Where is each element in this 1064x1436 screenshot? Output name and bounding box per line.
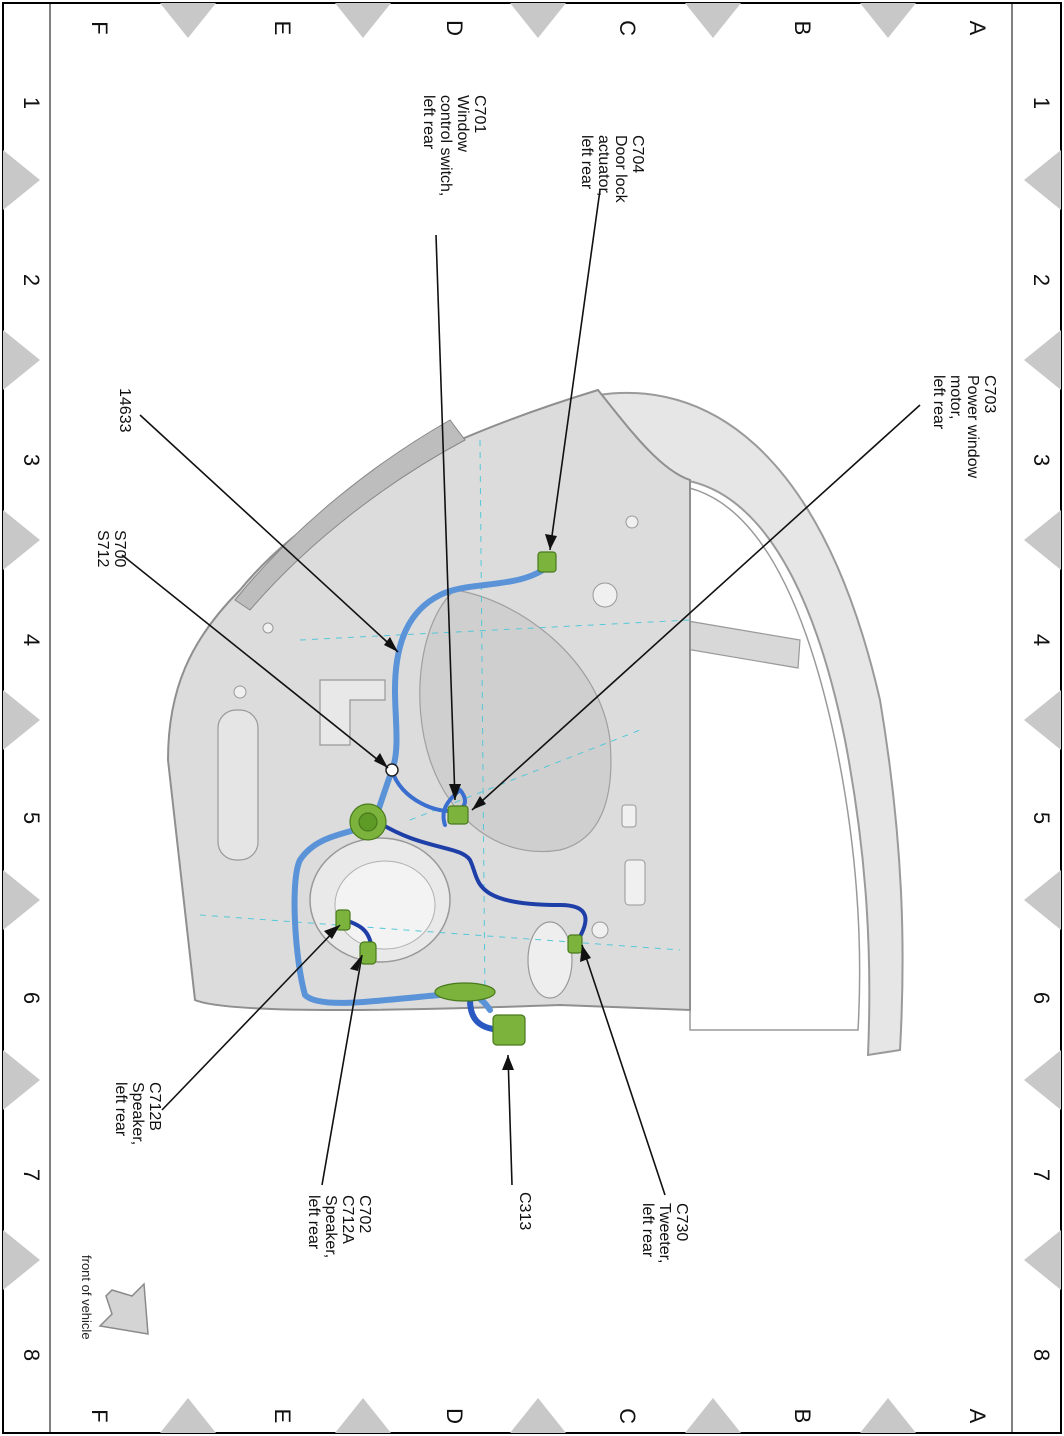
callout-c704: C704 Door lock actuator, left rear [578, 135, 646, 204]
callout-text: Speaker, [322, 1195, 339, 1258]
grid-number: 3 [1029, 454, 1054, 466]
grid-number: 2 [1029, 274, 1054, 286]
grid-number: 5 [1029, 812, 1054, 824]
connector-c313 [492, 1014, 526, 1046]
callout-text: Speaker, [129, 1082, 146, 1145]
grid-number: 5 [19, 812, 44, 824]
connector-grommet-lower [434, 982, 496, 1002]
grid-number: 2 [19, 274, 44, 286]
callout-text: left rear [639, 1203, 656, 1258]
connector-main-grommet-inner [358, 812, 378, 832]
lower-recess [217, 709, 259, 861]
grid-letters-top: F E D C B A [87, 20, 990, 36]
callout-14633: 14633 [116, 388, 133, 433]
callout-text: S712 [94, 530, 111, 567]
connectors [335, 551, 583, 1046]
callout-text: C702 [356, 1195, 373, 1233]
grid-number: 3 [19, 454, 44, 466]
splice-s700 [385, 763, 399, 777]
callout-c702-c712a: C702 C712A Speaker, left rear [305, 1195, 373, 1258]
belt-reinforcement [234, 419, 466, 611]
callout-text: Door lock [612, 135, 629, 204]
callout-text: C701 [471, 95, 488, 133]
grid-numbers-right: 1 2 3 4 5 6 7 8 [1029, 97, 1054, 1361]
callout-c730: C730 Tweeter, left rear [639, 1203, 690, 1263]
grid-letter: B [790, 1409, 815, 1424]
callout-text: left rear [930, 375, 947, 430]
callout-text: left rear [305, 1195, 322, 1250]
tweeter-opening [527, 921, 573, 999]
grid-number: 7 [19, 1169, 44, 1181]
grid-number: 7 [1029, 1169, 1054, 1181]
grid-letter: E [270, 1409, 295, 1424]
callout-text: S700 [111, 530, 128, 567]
zone-markers [3, 3, 1061, 1433]
grid-letter: B [790, 21, 815, 36]
grid-number: 4 [19, 634, 44, 646]
grid-number: 6 [1029, 992, 1054, 1004]
callout-text: C704 [629, 135, 646, 173]
callout-text: C313 [516, 1192, 533, 1230]
grid-number: 6 [19, 992, 44, 1004]
connector-c730 [567, 934, 583, 954]
panel-recess [419, 589, 612, 852]
grid-letters-bottom: F E D C B A [87, 1408, 990, 1424]
connector-c702 [359, 941, 377, 965]
grid-letter: F [87, 1409, 112, 1422]
leader-arrowheads [324, 534, 591, 1070]
grid-number: 8 [19, 1349, 44, 1361]
window-opening [654, 483, 861, 1031]
callout-text: control switch, [437, 95, 454, 196]
callout-text: Window [454, 95, 471, 152]
grid-letter: A [965, 21, 990, 36]
callout-c313: C313 [516, 1192, 533, 1230]
callout-text: left rear [420, 95, 437, 150]
harness-branch-tweeter [373, 818, 588, 942]
callout-text: Tweeter, [656, 1203, 673, 1263]
grid-number: 1 [1029, 97, 1054, 109]
grid-letter: D [442, 1408, 467, 1424]
orientation-label: front of vehicle [79, 1255, 94, 1340]
speaker-opening-inner [334, 860, 436, 950]
grid-letter: F [87, 21, 112, 34]
callout-text: C712B [146, 1082, 163, 1131]
callout-c701: C701 Window control switch, left rear [420, 95, 488, 196]
callout-text: Power window [964, 375, 981, 479]
callout-text: left rear [578, 135, 595, 190]
harness-branch-motor [390, 768, 467, 827]
callout-c712b: C712B Speaker, left rear [112, 1082, 163, 1145]
grid-letter: C [615, 1408, 640, 1424]
callout-text: C712A [339, 1195, 356, 1244]
door-illustration [166, 388, 904, 1057]
leader-lines [121, 189, 921, 1196]
grid-number: 4 [1029, 634, 1054, 646]
panel-holes [233, 515, 646, 939]
grid-letter: D [442, 20, 467, 36]
connector-c704 [537, 551, 557, 573]
grid-numbers-left: 1 2 3 4 5 6 7 8 [19, 97, 44, 1361]
grid-number: 8 [1029, 1349, 1054, 1361]
front-of-vehicle-indicator: front of vehicle [79, 1255, 149, 1340]
callout-text: C703 [981, 375, 998, 413]
grid-letter: C [615, 20, 640, 36]
callout-text: actuator, [595, 135, 612, 196]
callout-s700-s712: S700 S712 [94, 530, 128, 567]
window-frame [596, 391, 904, 1057]
callout-text: 14633 [116, 388, 133, 433]
handle-recess [319, 679, 386, 746]
front-arrow-icon [98, 1282, 149, 1335]
grid-letter: E [270, 21, 295, 36]
callout-text: C730 [673, 1203, 690, 1241]
callout-text: left rear [112, 1082, 129, 1137]
grid-letter: A [965, 1409, 990, 1424]
grid-number: 1 [19, 97, 44, 109]
connector-c703 [447, 805, 469, 825]
callout-text: motor, [947, 375, 964, 419]
callout-c703: C703 Power window motor, left rear [930, 375, 998, 479]
